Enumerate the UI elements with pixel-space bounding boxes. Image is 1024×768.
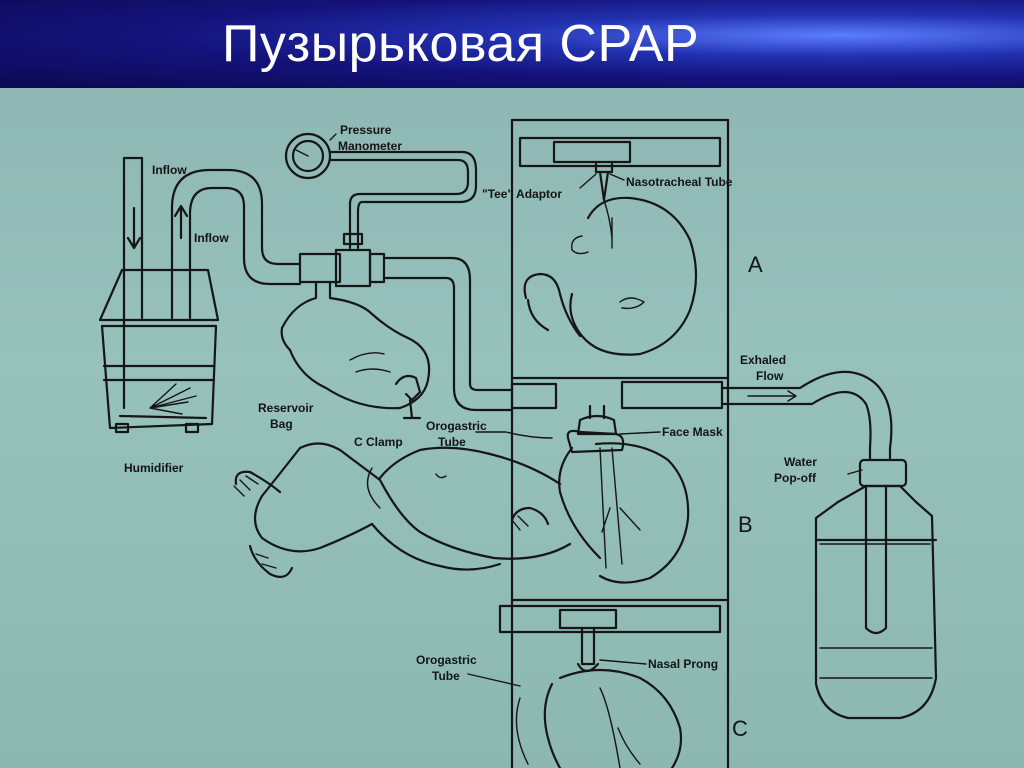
reservoir-bag <box>280 280 431 420</box>
label-panel-b: B <box>738 512 753 537</box>
humidifier <box>98 156 302 434</box>
label-nasotracheal-tube: Nasotracheal Tube <box>626 175 733 189</box>
face-mask <box>566 404 625 454</box>
label-water: Water <box>784 455 817 469</box>
label-orogastric-1a: Orogastric <box>426 419 487 433</box>
label-face-mask: Face Mask <box>662 425 723 439</box>
label-orogastric-2a: Orogastric <box>416 653 477 667</box>
infant-c <box>515 668 683 768</box>
infant-a <box>523 196 698 356</box>
label-panel-a: A <box>748 252 763 277</box>
label-exhaled: Exhaled <box>740 353 786 367</box>
label-nasal-prong: Nasal Prong <box>648 657 718 671</box>
label-humidifier: Humidifier <box>124 461 184 475</box>
main-tubing <box>298 248 893 462</box>
label-tube-1b: Tube <box>438 435 466 449</box>
leader-lines <box>329 133 863 687</box>
label-inflow-2: Inflow <box>194 231 229 245</box>
infant-b <box>233 442 690 584</box>
label-tee-adaptor: "Tee" Adaptor <box>482 187 562 201</box>
nasotracheal-assembly <box>552 140 632 239</box>
pressure-manometer <box>284 132 478 250</box>
label-reservoir: Reservoir <box>258 401 314 415</box>
label-bag: Bag <box>270 417 293 431</box>
diagram-labels: Inflow Inflow Pressure Manometer "Tee" A… <box>124 123 817 741</box>
nasal-prong <box>558 608 618 673</box>
slide-content: Inflow Inflow Pressure Manometer "Tee" A… <box>0 88 1024 768</box>
label-c-clamp: C Clamp <box>354 435 403 449</box>
label-flow: Flow <box>756 369 784 383</box>
label-tube-2b: Tube <box>432 669 460 683</box>
label-inflow-1: Inflow <box>152 163 187 177</box>
water-popoff-bottle <box>814 458 938 720</box>
label-pressure: Pressure <box>340 123 392 137</box>
bubble-cpap-diagram: Inflow Inflow Pressure Manometer "Tee" A… <box>98 118 938 768</box>
slide-header: Пузырьковая CPAP <box>0 0 1024 88</box>
label-manometer: Manometer <box>338 139 402 153</box>
label-panel-c: C <box>732 716 748 741</box>
panel-frames <box>498 118 730 768</box>
slide-title: Пузырьковая CPAP <box>222 15 700 73</box>
label-popoff: Pop-off <box>774 471 817 485</box>
